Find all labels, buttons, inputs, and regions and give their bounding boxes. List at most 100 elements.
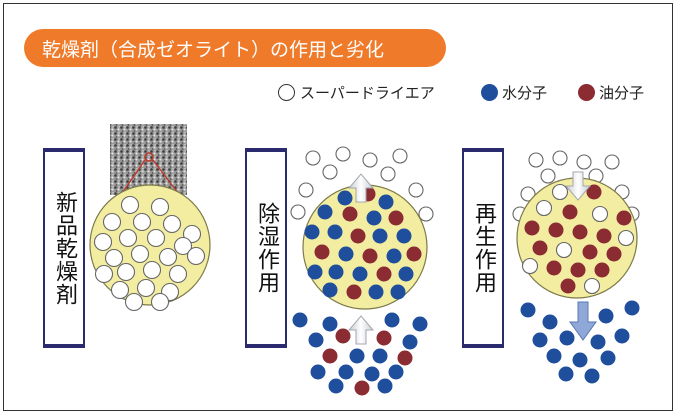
water-molecule <box>412 316 428 332</box>
air-molecule <box>94 264 114 284</box>
air-molecule <box>392 148 408 164</box>
water-molecule <box>349 348 365 364</box>
air-molecule <box>617 229 635 247</box>
air-molecule <box>535 199 553 217</box>
air-in-arrow-icon <box>347 315 375 345</box>
water-molecule <box>398 266 414 282</box>
air-molecule <box>591 205 609 223</box>
water-molecule <box>337 190 353 206</box>
air-molecule <box>186 246 206 266</box>
air-molecule <box>120 195 140 215</box>
air-molecule <box>380 166 396 182</box>
air-molecule <box>528 152 544 168</box>
air-molecule <box>520 186 536 202</box>
oil-molecule <box>524 220 540 236</box>
zeolite-micrograph <box>110 124 187 195</box>
air-molecule <box>168 264 188 284</box>
legend-oil-label: 油分子 <box>599 84 645 102</box>
water-molecule <box>542 314 558 330</box>
air-molecule <box>290 204 306 220</box>
water-molecule <box>532 332 548 348</box>
water-molecule <box>386 248 402 264</box>
oil-molecule <box>594 262 610 278</box>
water-molecule <box>584 368 600 384</box>
oil-molecule <box>406 246 422 262</box>
oil-molecule <box>548 222 564 238</box>
air-molecule <box>555 241 573 259</box>
water-molecule <box>310 364 326 380</box>
oil-molecule <box>376 266 392 282</box>
water-molecule <box>396 228 412 244</box>
legend-water-label: 水分子 <box>502 84 548 102</box>
air-molecule <box>110 280 130 300</box>
water-molecule <box>402 334 418 350</box>
oil-molecule <box>388 210 404 226</box>
water-molecule <box>600 350 616 366</box>
water-molecule <box>384 312 400 328</box>
water-molecule <box>372 228 388 244</box>
air-molecule <box>362 152 378 168</box>
water-molecule <box>304 224 320 240</box>
oil-molecule <box>532 240 548 256</box>
figure-title: 乾燥剤（合成ゼオライト）の作用と劣化 <box>42 39 385 61</box>
oil-molecule <box>350 228 366 244</box>
new-desiccant-group <box>89 124 211 312</box>
dehumidify-air-out <box>290 146 434 222</box>
oil-molecule <box>376 330 392 346</box>
water-molecule <box>520 302 536 318</box>
water-molecule <box>328 378 344 394</box>
air-molecule <box>162 214 182 234</box>
panel-dehumidify-label-box: 除湿作用 <box>245 148 287 348</box>
oil-molecule <box>562 204 578 220</box>
oil-molecule <box>346 284 362 300</box>
water-molecule <box>338 364 354 380</box>
water-molecule <box>590 334 606 350</box>
regenerate-water-out <box>520 300 640 384</box>
air-molecule <box>604 154 620 170</box>
air-molecule <box>124 292 144 312</box>
water-molecule <box>328 264 344 280</box>
oil-molecule <box>560 278 576 294</box>
air-molecule <box>118 228 138 248</box>
water-molecule <box>292 312 308 328</box>
water-molecule <box>364 366 380 382</box>
air-molecule <box>136 278 156 298</box>
panel-new-label-box: 新品乾燥剤 <box>43 148 85 348</box>
water-molecule <box>572 352 588 368</box>
water-molecule <box>322 282 338 298</box>
water-molecule <box>366 210 382 226</box>
water-molecule <box>546 348 562 364</box>
air-molecule <box>551 183 569 201</box>
oil-molecule <box>606 246 622 262</box>
oil-molecule <box>570 262 586 278</box>
air-molecule <box>521 257 539 275</box>
air-molecule <box>158 247 178 267</box>
air-legend-icon <box>278 84 295 101</box>
oil-molecule <box>572 224 588 240</box>
water-molecule <box>368 284 384 300</box>
water-molecule <box>598 308 614 324</box>
air-molecule <box>576 154 592 170</box>
dehumidify-group <box>290 146 434 396</box>
water-molecule <box>377 378 393 394</box>
oil-molecule <box>362 248 378 264</box>
oil-molecule <box>354 380 370 396</box>
water-legend-icon <box>481 84 498 101</box>
oil-molecule <box>314 244 330 260</box>
water-out-arrow-icon <box>569 301 597 341</box>
oil-legend-icon <box>578 84 595 101</box>
air-molecule <box>93 232 113 252</box>
magnified-spot <box>144 152 154 162</box>
bead-air-molecules <box>93 195 206 312</box>
air-molecule <box>583 277 601 295</box>
air-molecule <box>116 262 136 282</box>
oil-molecule <box>616 210 632 226</box>
panel-regenerate-label-box: 再生作用 <box>462 148 504 348</box>
oil-molecule <box>596 228 612 244</box>
air-molecule <box>552 150 568 166</box>
water-molecule <box>614 328 630 344</box>
water-molecule <box>338 246 354 262</box>
legend-air-label: スーパードライエア <box>300 84 435 102</box>
regenerate-bead-molecules <box>521 183 635 295</box>
